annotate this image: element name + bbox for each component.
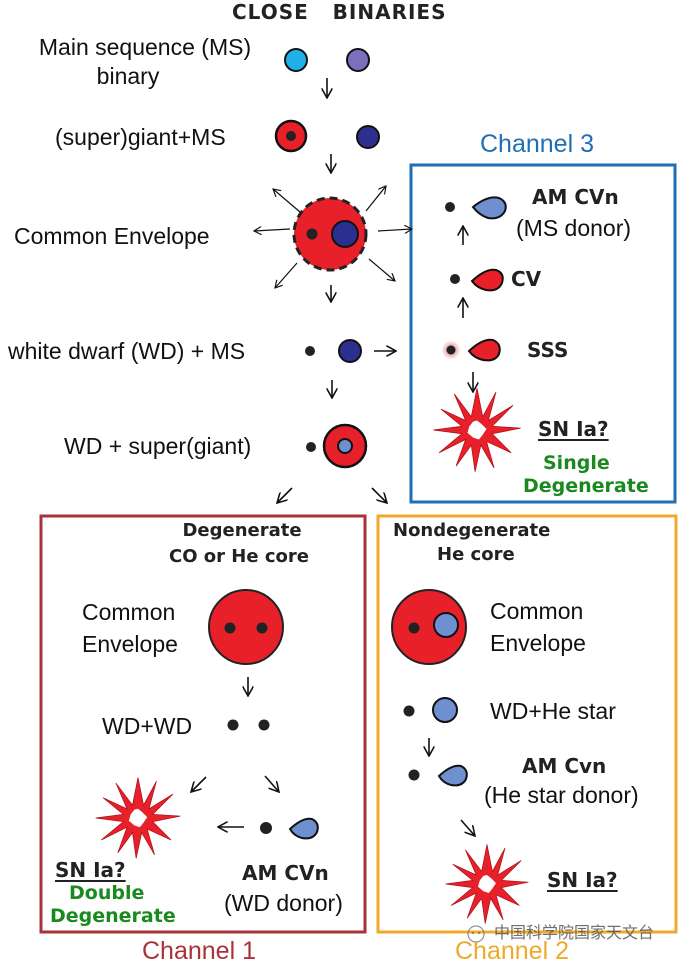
- ch3-type-line2: Degenerate: [523, 475, 649, 497]
- ch1-arrow-to-amcvn: [264, 775, 279, 792]
- ejecta-arrow-right: [377, 229, 412, 231]
- ch1-supernova-burst: [95, 777, 181, 859]
- ejecta-arrow-left: [254, 229, 291, 231]
- ch2-header-line2: He core: [437, 544, 515, 565]
- ch3-supernova-burst: [432, 387, 522, 473]
- ch1-core-2: [256, 622, 268, 634]
- ch3-type-line1: Single: [543, 452, 610, 474]
- ch3-cv-donor-drop: [470, 268, 504, 292]
- ch2-common-envelope: [391, 589, 467, 665]
- ms-star-cyan: [284, 48, 308, 72]
- ch2-he-core: [433, 612, 459, 638]
- ch1-arrow-to-sn: [191, 776, 207, 792]
- ch1-amcvn-sub: (WD donor): [224, 890, 343, 916]
- ejecta-arrow-upright: [365, 186, 386, 212]
- ch2-supernova-burst: [445, 843, 529, 925]
- ch1-common-envelope: [208, 589, 284, 665]
- ch1-ce-line1: Common: [82, 599, 176, 625]
- ch2-amcvn-donor-drop: [437, 764, 468, 787]
- watermark-icon: [467, 925, 485, 943]
- stage-wd-ms: white dwarf (WD) + MS: [8, 338, 246, 364]
- ch1-amcvn-wd: [260, 822, 272, 834]
- ch3-sss-donor-drop: [467, 338, 501, 362]
- ch2-amcvn-label: AM Cvn: [522, 754, 607, 778]
- ch3-amcvn-wd: [445, 202, 455, 212]
- ms-star-purple: [346, 48, 370, 72]
- stage-ms-binary-line2: binary: [96, 63, 160, 89]
- ms-star-navy: [356, 125, 380, 149]
- channel1-box: [39, 514, 367, 934]
- arrow-to-channel2: [371, 487, 387, 503]
- ch1-ce-line2: Envelope: [82, 631, 178, 657]
- ejecta-arrow-downleft: [275, 262, 298, 288]
- ch3-amcvn-label: AM CVn: [532, 185, 619, 209]
- ch2-wd: [403, 705, 415, 717]
- ch1-wd-1: [227, 719, 239, 731]
- stage-ms-binary-line1: Main sequence (MS): [38, 34, 252, 60]
- wd-dot-2: [306, 442, 316, 452]
- channel1-title: Channel 1: [142, 937, 256, 965]
- ch2-amcvn-sub: (He star donor): [484, 782, 639, 808]
- ch1-wd-2: [258, 719, 270, 731]
- ce-wd-core: [306, 228, 318, 240]
- ch2-wd-core: [408, 622, 420, 634]
- ch1-amcvn-label: AM CVn: [242, 861, 329, 885]
- giant-core: [286, 131, 296, 141]
- arrow-to-channel1: [277, 487, 293, 503]
- ch3-sss-wd: [446, 345, 456, 355]
- ch1-sn-label: SN Ia?: [55, 858, 126, 882]
- giant-he-core: [337, 438, 353, 454]
- ejecta-arrow-upleft: [273, 189, 301, 213]
- ch1-amcvn-donor-drop: [288, 817, 319, 840]
- stage-wd-giant: WD + super(giant): [64, 433, 252, 459]
- watermark-text: 中国科学院国家天文台: [494, 923, 655, 942]
- channel2-title: Channel 2: [455, 937, 569, 965]
- ch3-sn-label: SN Ia?: [538, 417, 609, 441]
- ch3-cv-label: CV: [511, 267, 542, 291]
- ch3-amcvn-sub: (MS donor): [516, 215, 632, 241]
- ch1-header-line2: CO or He core: [169, 546, 309, 567]
- channel3-box: [409, 163, 677, 504]
- ch3-cv-wd: [450, 274, 460, 284]
- ch2-sn-label: SN Ia?: [547, 868, 618, 892]
- ch3-sss-label: SSS: [527, 338, 569, 362]
- ch2-ce-line1: Common: [490, 598, 584, 624]
- ch3-amcvn-donor-drop: [471, 196, 507, 220]
- channel2-box: [376, 514, 678, 934]
- ch1-type-line2: Degenerate: [50, 905, 176, 927]
- stage-giant-ms: (super)giant+MS: [55, 124, 226, 150]
- common-envelope: [292, 196, 368, 272]
- ch2-amcvn-wd: [408, 769, 420, 781]
- ch1-type-line1: Double: [69, 882, 145, 904]
- ch2-ce-line2: Envelope: [490, 630, 586, 656]
- diagram-title: CLOSE BINARIES: [232, 0, 447, 24]
- ch2-he-star: [432, 697, 458, 723]
- ejecta-arrow-downright: [368, 258, 395, 281]
- stage-common-envelope: Common Envelope: [14, 223, 210, 249]
- ms-star-navy-2: [338, 339, 362, 363]
- ch2-wdhe-label: WD+He star: [490, 698, 616, 724]
- wd-dot: [305, 346, 315, 356]
- channel3-title: Channel 3: [480, 130, 594, 158]
- ce-ms-star: [331, 220, 359, 248]
- ch1-wdwd-label: WD+WD: [102, 713, 193, 739]
- ch1-header-line1: Degenerate: [182, 520, 302, 541]
- ch1-core-1: [224, 622, 236, 634]
- ch2-header-line1: Nondegenerate: [393, 520, 551, 541]
- ch2-arrow-to-sn: [460, 819, 475, 836]
